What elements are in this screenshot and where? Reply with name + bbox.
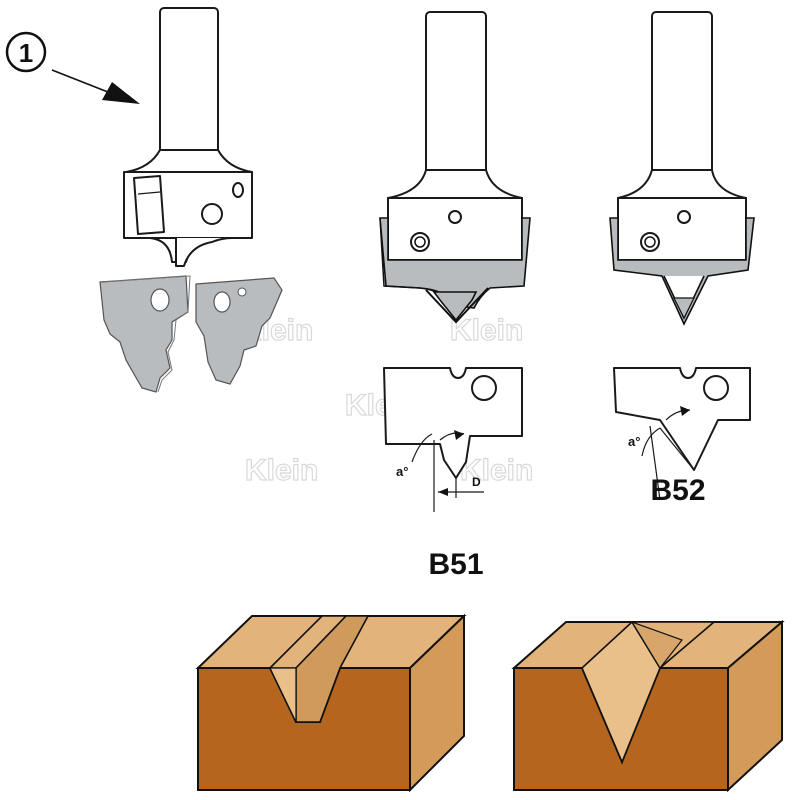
watermark-4: Klein (245, 454, 318, 487)
watermark-2: Klein (450, 314, 523, 347)
router-bit-b51 (379, 11, 531, 324)
angle-label-b51: a° (396, 464, 408, 479)
router-bit-b52 (609, 11, 755, 326)
cutter-inserts (99, 275, 283, 393)
watermark-5: Klein (460, 454, 533, 487)
callout-1: 1 (5, 31, 140, 104)
b51-profile-diagram: a° D (383, 367, 523, 512)
router-bit-1 (123, 7, 253, 267)
label-b51: B51 (428, 548, 483, 581)
wood-block-b51 (195, 613, 467, 793)
callout-arrow-icon (102, 82, 140, 104)
wood-block-b52 (511, 619, 785, 793)
callout-number: 1 (19, 38, 33, 68)
b52-profile-diagram: a° (613, 367, 751, 501)
watermarks: Klein Klein Klein Klein Klein (239, 313, 534, 487)
angle-label-b52: a° (628, 434, 640, 449)
dimension-d-label: D (472, 475, 481, 489)
label-b52: B52 (650, 474, 705, 507)
